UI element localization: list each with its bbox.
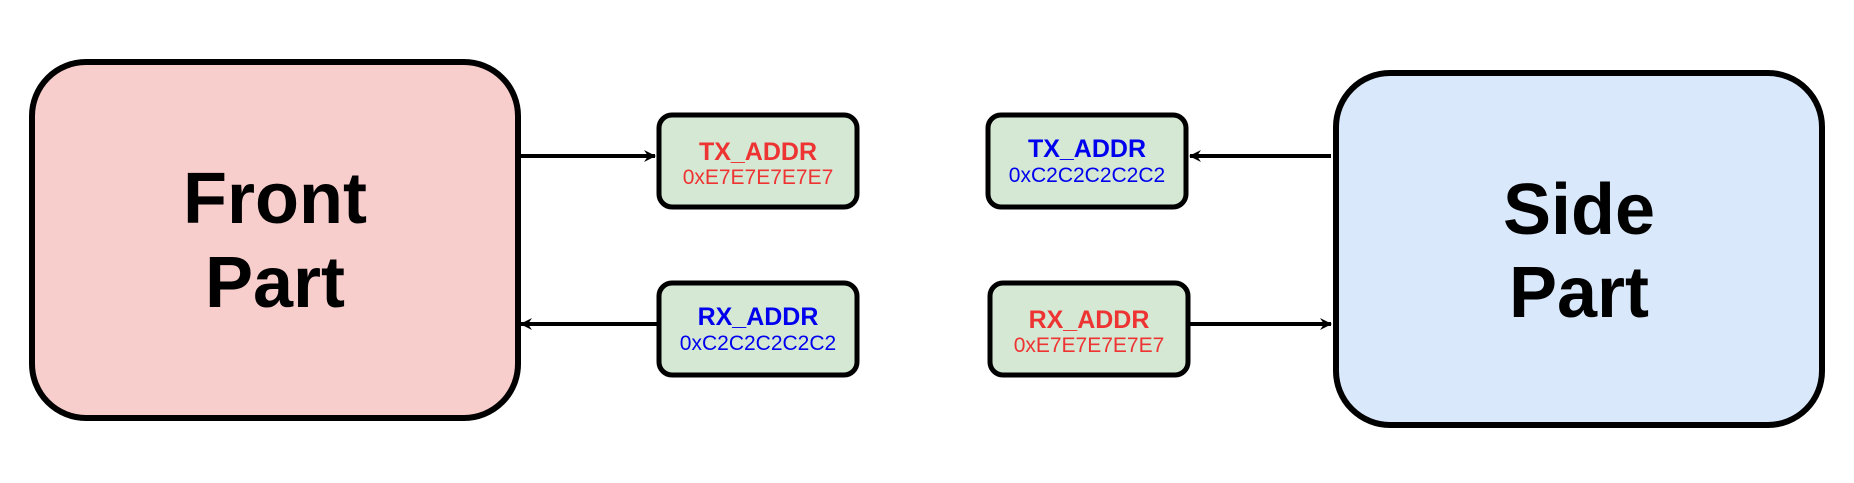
front-tx-addr-value: 0xE7E7E7E7E7: [683, 166, 834, 189]
side-rx-addr-title: RX_ADDR: [1029, 306, 1150, 334]
side-rx-addr-value: 0xE7E7E7E7E7: [1014, 334, 1165, 357]
side-part-label-line2: Part: [1509, 253, 1649, 333]
front-rx-addr-box: RX_ADDR 0xC2C2C2C2C2: [656, 280, 860, 378]
side-part-label-line1: Side: [1503, 170, 1655, 250]
front-tx-addr-rect: [656, 112, 860, 210]
front-rx-addr-rect: [656, 280, 860, 378]
front-tx-addr-box: TX_ADDR 0xE7E7E7E7E7: [656, 112, 860, 210]
side-tx-addr-title: TX_ADDR: [1028, 135, 1146, 163]
front-part-box: [29, 59, 521, 421]
side-tx-addr-rect: [985, 112, 1189, 210]
front-part-label-line1: Front: [183, 159, 367, 239]
front-rx-addr-title: RX_ADDR: [698, 303, 819, 331]
side-tx-addr-value: 0xC2C2C2C2C2: [1009, 164, 1165, 187]
side-tx-addr-box: TX_ADDR 0xC2C2C2C2C2: [985, 112, 1189, 210]
side-rx-addr-rect: [987, 280, 1191, 378]
front-rx-addr-value: 0xC2C2C2C2C2: [680, 332, 836, 355]
front-tx-addr-title: TX_ADDR: [699, 138, 817, 166]
side-part-block: Side Part: [1333, 70, 1825, 428]
front-part-label-line2: Part: [205, 243, 345, 323]
side-rx-addr-box: RX_ADDR 0xE7E7E7E7E7: [987, 280, 1191, 378]
front-part-block: Front Part: [29, 59, 521, 421]
side-part-box: [1333, 70, 1825, 428]
